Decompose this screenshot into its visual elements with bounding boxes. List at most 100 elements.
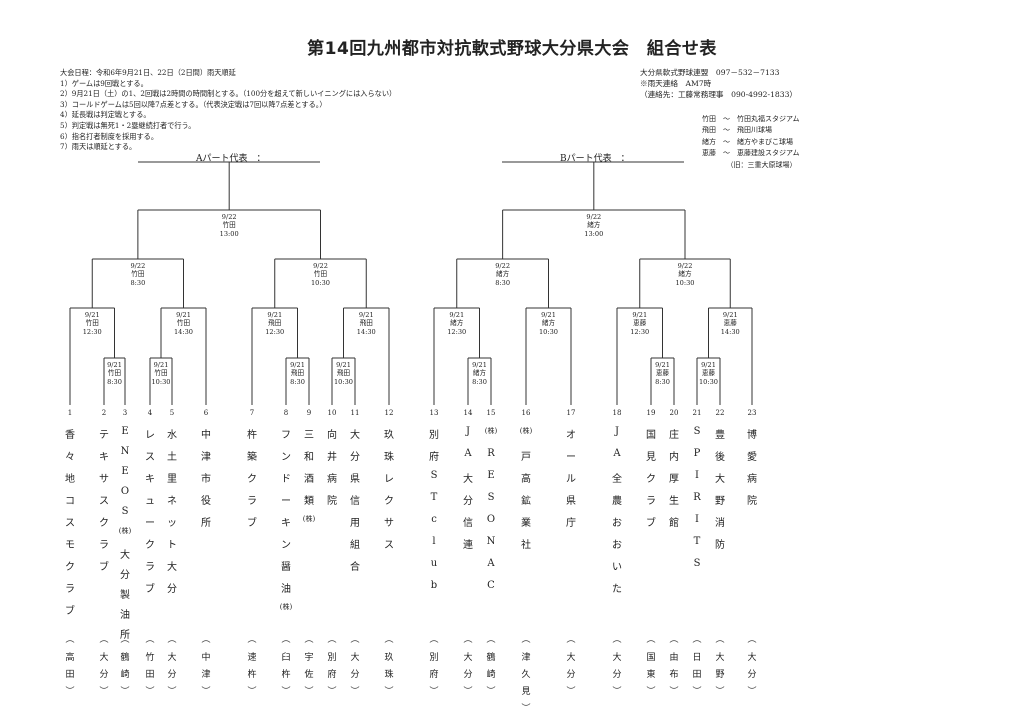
match-label-line: 9/21: [632, 311, 648, 319]
team-city-char: 由: [669, 653, 679, 663]
team-number: 5: [169, 409, 175, 417]
team-name-char: お: [612, 518, 622, 529]
team-name-char: 庄: [669, 430, 679, 441]
team-number: 17: [566, 409, 576, 417]
team-name-char: 生: [669, 496, 679, 507]
team-name-char: レ: [145, 430, 155, 441]
team-name-char: 県: [566, 496, 576, 507]
team-city-char: 杵: [281, 670, 291, 680]
match-label-line: 9/22: [221, 213, 237, 221]
match-label-line: 13:00: [584, 229, 604, 238]
match-label-line: 10:30: [310, 278, 330, 287]
match-label-line: 9/21: [358, 311, 374, 319]
team-name-char: 製: [120, 590, 130, 601]
team-name-char: 分: [350, 452, 360, 463]
team-name-char: ク: [99, 518, 109, 529]
city-bracket-close: ︶: [692, 687, 702, 697]
team-name-char: O: [120, 486, 130, 497]
match-label-line: 緒方: [678, 270, 692, 279]
team-name-char: 分: [167, 584, 177, 595]
team-name-char: 大: [463, 474, 473, 485]
team-city-char: 田: [65, 670, 75, 680]
city-bracket-close: ︶: [384, 687, 394, 697]
team-name-char: 分: [463, 496, 473, 507]
team-name-char: T: [430, 492, 438, 503]
match-label-line: 9/21: [290, 361, 305, 369]
match-label-line: 緒方: [450, 319, 464, 328]
city-bracket-close: ︶: [247, 687, 257, 697]
team-city-char: 佐: [304, 670, 314, 680]
team-number: 10: [327, 409, 337, 417]
team-name-char: 院: [747, 496, 757, 507]
city-bracket-close: ︶: [463, 687, 473, 697]
team-name-char: P: [693, 448, 701, 459]
city-bracket-open: ︵: [669, 635, 679, 645]
team-number: 3: [122, 409, 128, 417]
team-name-char: ブ: [145, 584, 155, 595]
city-bracket-close: ︶: [99, 687, 109, 697]
team-name-char: 消: [715, 518, 725, 529]
match-label-line: 恵藤: [723, 319, 737, 328]
team-city-char: 府: [327, 670, 337, 680]
city-bracket-open: ︵: [281, 635, 291, 645]
match-label-line: 9/21: [336, 361, 351, 369]
team-name-char: 後: [715, 452, 725, 463]
venue-legend: 竹田 ～ 竹田丸福スタジアム 飛田 ～ 飛田川球場 緒方 ～ 緒方やまびこ球場 …: [702, 114, 800, 171]
team-number: 23: [747, 409, 757, 417]
match-label-line: 飛田: [290, 369, 305, 378]
part-a-label: Aパート代表 ：: [196, 154, 266, 164]
team-name-char: 玖: [384, 430, 394, 441]
team-city-char: 津: [521, 653, 531, 663]
team-name-char: (株): [118, 527, 132, 535]
team-name-char: 館: [669, 518, 679, 529]
team-name-char: コ: [65, 496, 75, 507]
city-bracket-open: ︵: [646, 635, 656, 645]
match-label-line: 竹田: [313, 270, 328, 279]
match-label-line: 竹田: [154, 369, 168, 378]
team-name-char: E: [121, 426, 129, 437]
team-name-char: 香: [65, 430, 75, 441]
team-city-char: 大: [350, 653, 360, 663]
team-name-char: 地: [65, 474, 75, 485]
match-label-line: 恵藤: [701, 369, 716, 378]
team-name-char: ー: [145, 518, 155, 529]
city-bracket-close: ︶: [715, 687, 725, 697]
team-city-char: 分: [99, 670, 109, 680]
rule-line: 7）雨天は順延とする。: [60, 142, 137, 152]
match-label-line: 9/21: [701, 361, 716, 369]
contact-info: 大分県軟式野球連盟 097－532－7133 ※雨天連絡 AM7時 （連絡先：工…: [640, 67, 797, 100]
team-number: 9: [306, 409, 312, 417]
team-city-char: 宇: [304, 653, 314, 663]
team-city-char: 別: [429, 653, 439, 663]
team-name-char: 院: [327, 496, 337, 507]
team-name-char: 愛: [747, 452, 757, 463]
match-label-line: 9/21: [267, 311, 283, 319]
team-city-char: 珠: [384, 670, 394, 680]
team-city-char: 大: [463, 653, 473, 663]
team-name-char: I: [695, 470, 699, 481]
match-label-line: 8:30: [130, 278, 146, 287]
team-name-char: (株): [279, 603, 293, 611]
team-name-char: ト: [167, 540, 177, 551]
rule-line: 1）ゲームは9回戦とする。: [60, 78, 148, 88]
team-name-char: サ: [384, 518, 394, 529]
team-city-char: 竹: [145, 653, 155, 663]
team-number: 7: [249, 409, 255, 417]
match-label-line: 緒方: [496, 270, 510, 279]
team-number: 1: [67, 409, 73, 417]
team-city-char: 崎: [486, 670, 496, 680]
team-name-char: 大: [350, 430, 360, 441]
team-name-char: J: [465, 426, 470, 437]
team-name-char: た: [612, 584, 622, 595]
